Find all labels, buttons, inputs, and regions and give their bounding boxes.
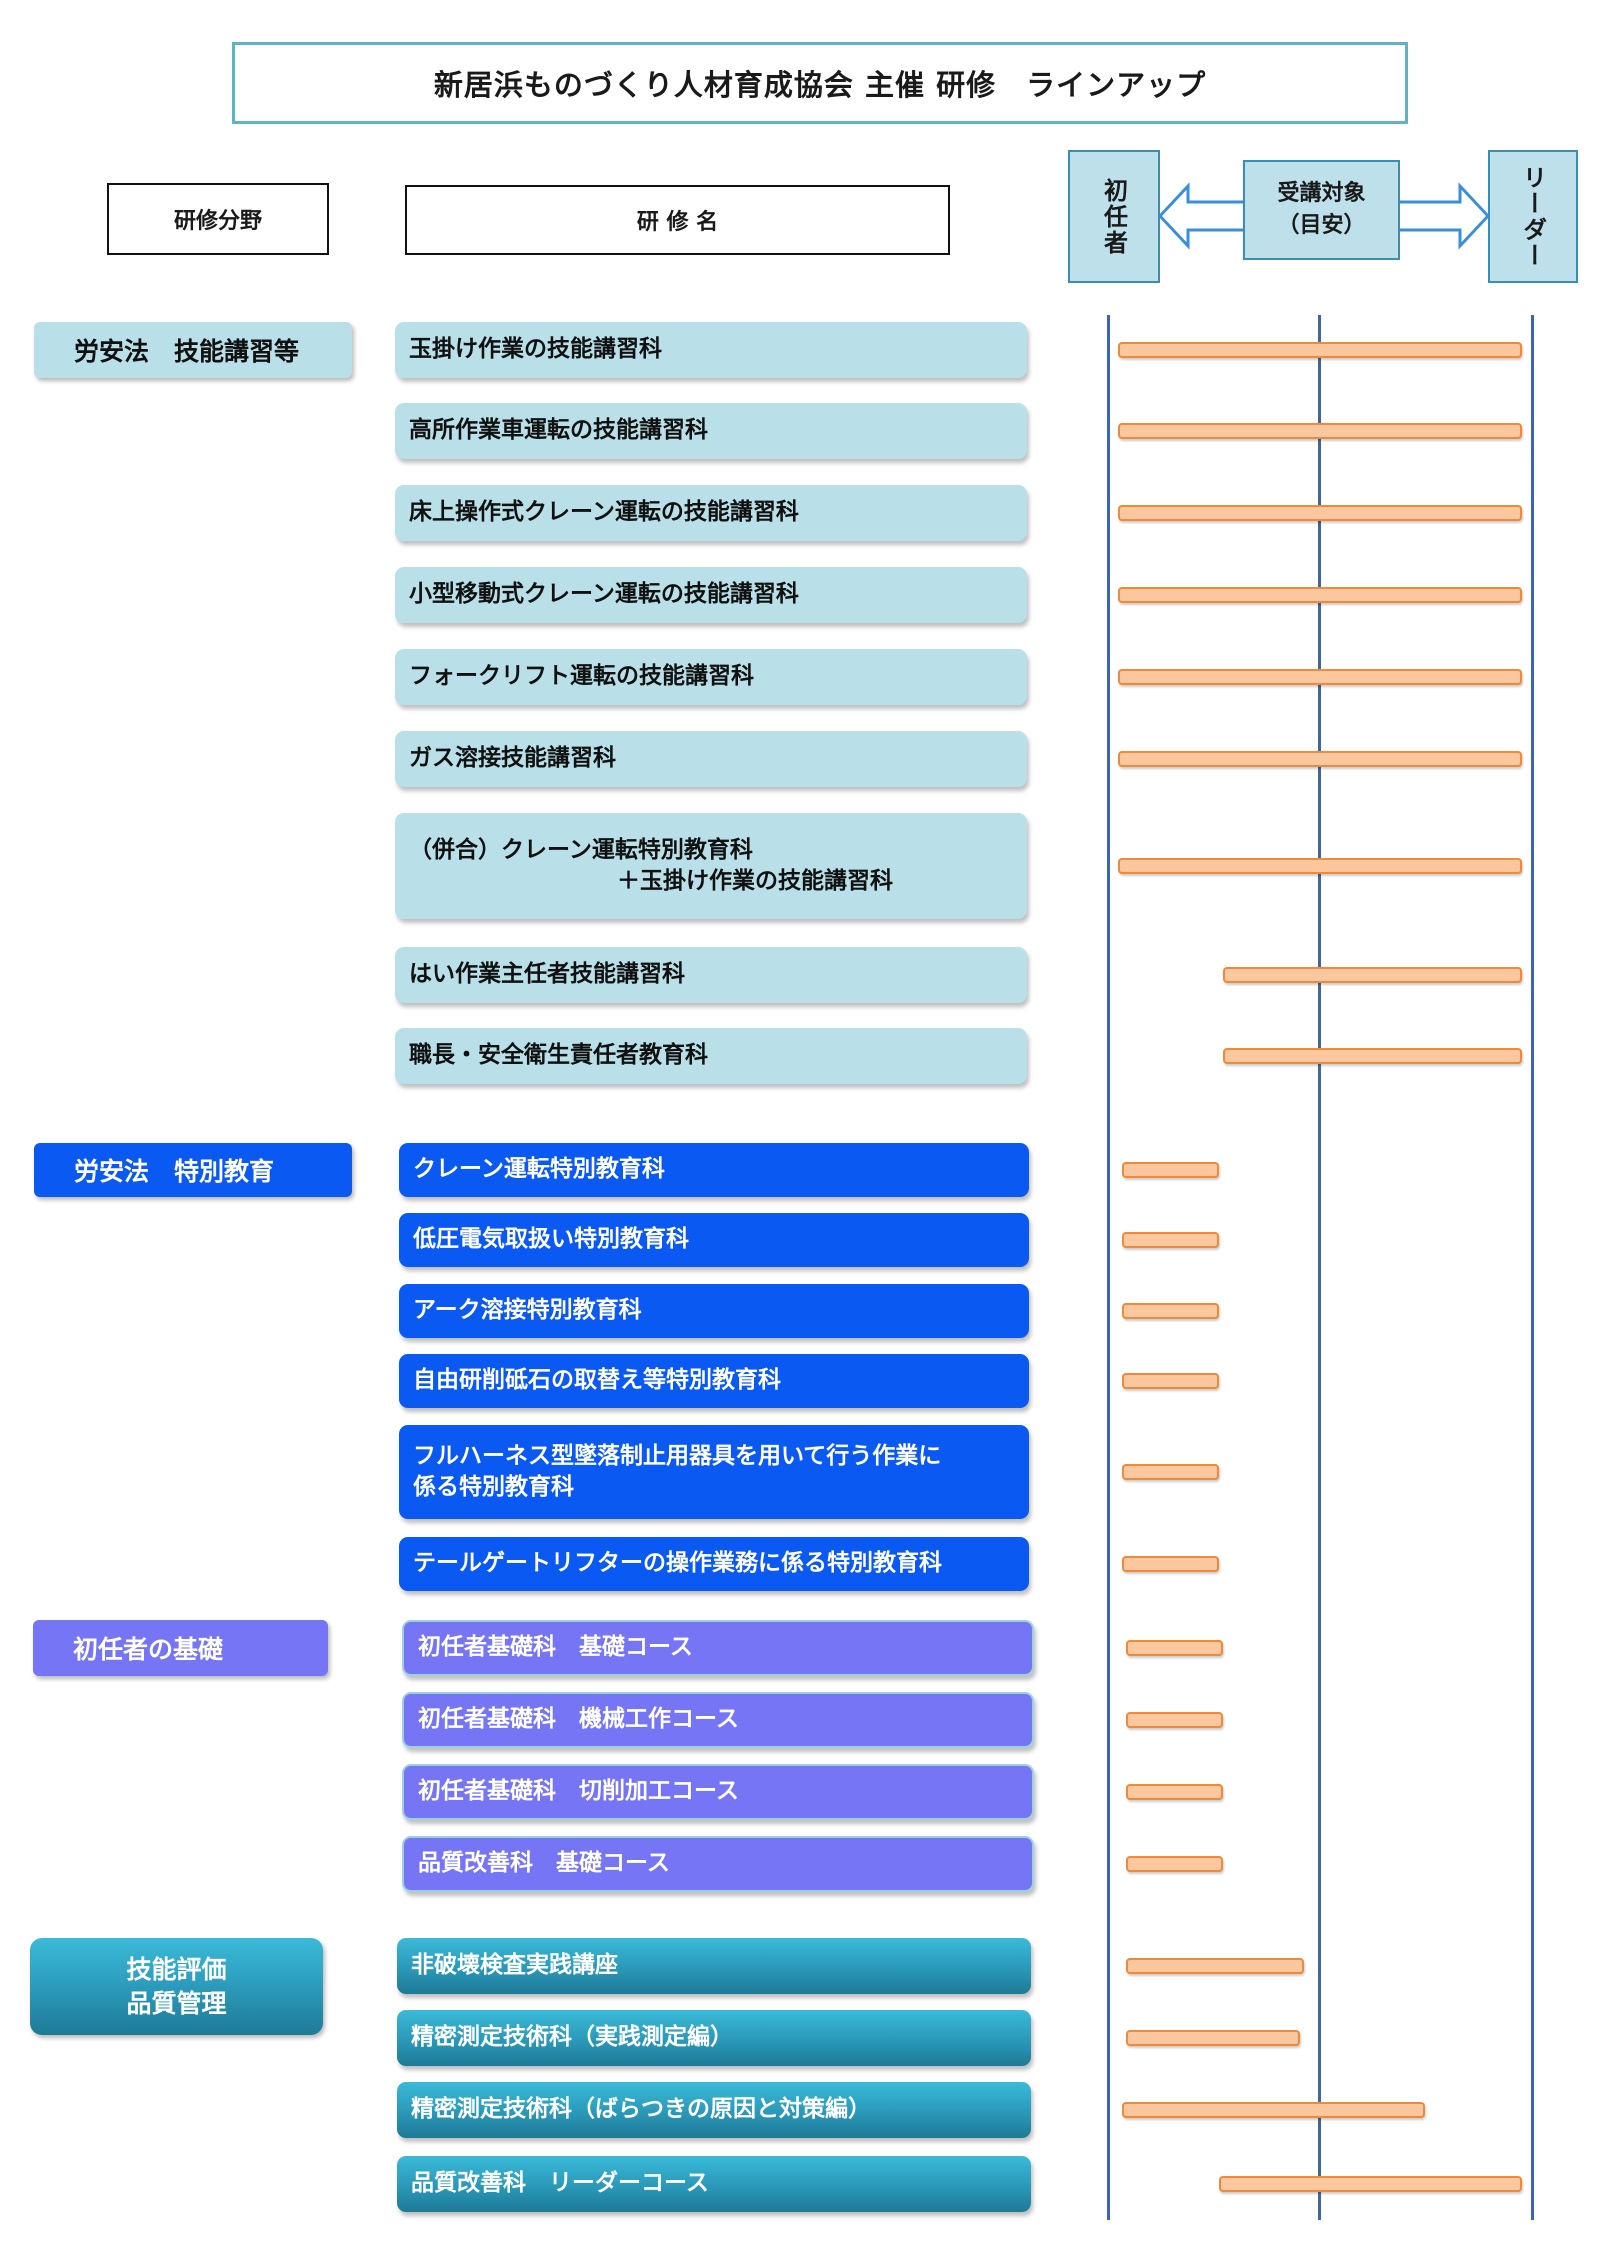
course-item-13: 自由研削砥石の取替え等特別教育科 [399,1354,1029,1408]
beginner-label: 初任者 [1068,150,1160,283]
category-ankan-special: 労安法 特別教育 [34,1143,352,1197]
target-label-line2: （目安） [1277,213,1366,238]
course-name: 品質改善科 基礎コース [418,1850,670,1877]
course-item-10: クレーン運転特別教育科 [399,1143,1029,1197]
target-range-bar-15 [1122,1556,1219,1572]
course-item-12: アーク溶接特別教育科 [399,1284,1029,1338]
target-range-bar-16 [1126,1640,1224,1656]
course-name: 低圧電気取扱い特別教育科 [413,1226,689,1253]
course-item-21: 精密測定技術科（実践測定編） [397,2010,1031,2066]
target-range-bar-12 [1122,1303,1219,1319]
course-name: （併合）クレーン運転特別教育科 [409,836,753,863]
target-range-bar-8 [1223,967,1522,983]
course-item-7: （併合）クレーン運転特別教育科 ＋玉掛け作業の技能講習科 [395,813,1027,919]
target-range-bar-13 [1122,1373,1219,1389]
target-range-bar-22 [1122,2102,1426,2118]
target-range-bar-20 [1126,1958,1304,1974]
course-name: 床上操作式クレーン運転の技能講習科 [409,499,799,526]
target-range-bar-9 [1223,1048,1522,1064]
course-item-5: フォークリフト運転の技能講習科 [395,649,1027,705]
target-range-bar-17 [1126,1712,1224,1728]
course-item-15: テールゲートリフターの操作業務に係る特別教育科 [399,1537,1029,1591]
course-name-line2: ＋玉掛け作業の技能講習科 [617,868,893,894]
axis-line-middle [1318,315,1321,2220]
target-range-bar-7 [1118,858,1522,874]
course-item-4: 小型移動式クレーン運転の技能講習科 [395,567,1027,623]
course-name: はい作業主任者技能講習科 [409,961,685,988]
category-skill-quality-line1: 技能評価 [126,1954,227,1984]
target-range-bar-18 [1126,1784,1224,1800]
course-header: 研 修 名 [405,185,950,255]
page-title: 新居浜ものづくり人材育成協会 主催 研修 ラインアップ [232,42,1408,124]
target-label: 受講対象 （目安） [1243,160,1400,260]
course-item-17: 初任者基礎科 機械工作コース [402,1692,1034,1748]
course-name: 非破壊検査実践講座 [411,1952,618,1979]
target-range-bar-4 [1118,587,1522,603]
course-item-2: 高所作業車運転の技能講習科 [395,403,1027,459]
target-range-bar-6 [1118,751,1522,767]
course-item-8: はい作業主任者技能講習科 [395,947,1027,1003]
course-item-9: 職長・安全衛生責任者教育科 [395,1028,1027,1084]
course-item-6: ガス溶接技能講習科 [395,731,1027,787]
target-range-bar-19 [1126,1856,1224,1872]
category-beginner-basics: 初任者の基礎 [33,1620,328,1676]
course-name: 玉掛け作業の技能講習科 [409,336,662,363]
course-item-14: フルハーネス型墜落制止用器具を用いて行う作業に係る特別教育科 [399,1425,1029,1519]
course-item-22: 精密測定技術科（ばらつきの原因と対策編） [397,2082,1031,2138]
course-name: 自由研削砥石の取替え等特別教育科 [413,1367,781,1394]
target-range-bar-10 [1122,1162,1219,1178]
field-header: 研修分野 [107,183,329,255]
axis-line-beginner [1107,315,1110,2220]
category-ankan-skill: 労安法 技能講習等 [34,322,352,378]
course-name: 高所作業車運転の技能講習科 [409,417,708,444]
course-name-line2: 係る特別教育科 [413,1474,574,1500]
target-range-bar-23 [1219,2176,1522,2192]
course-name: 初任者基礎科 切削加工コース [418,1778,739,1805]
course-item-19: 品質改善科 基礎コース [402,1836,1034,1892]
target-range-bar-2 [1118,423,1522,439]
axis-line-leader [1531,315,1534,2220]
course-name: 初任者基礎科 機械工作コース [418,1706,739,1733]
course-item-16: 初任者基礎科 基礎コース [402,1620,1034,1676]
course-name: クレーン運転特別教育科 [413,1156,665,1183]
course-name: 職長・安全衛生責任者教育科 [409,1042,708,1069]
target-range-bar-11 [1122,1232,1219,1248]
course-item-18: 初任者基礎科 切削加工コース [402,1764,1034,1820]
target-label-line1: 受講対象 [1277,181,1366,207]
course-name: 小型移動式クレーン運転の技能講習科 [409,581,799,608]
target-range-bar-3 [1118,505,1522,521]
course-item-1: 玉掛け作業の技能講習科 [395,322,1027,378]
course-name: 精密測定技術科（ばらつきの原因と対策編） [411,2096,871,2123]
course-item-20: 非破壊検査実践講座 [397,1938,1031,1994]
target-range-bar-21 [1126,2030,1300,2046]
course-item-3: 床上操作式クレーン運転の技能講習科 [395,485,1027,541]
target-range-bar-1 [1118,342,1522,358]
category-skill-quality-line2: 品質管理 [126,1988,227,2018]
course-name: テールゲートリフターの操作業務に係る特別教育科 [413,1550,942,1577]
course-name: ガス溶接技能講習科 [409,745,616,772]
course-name: フォークリフト運転の技能講習科 [409,663,754,690]
category-skill-quality: 技能評価 品質管理 [30,1938,323,2035]
course-name: アーク溶接特別教育科 [413,1297,642,1324]
course-item-11: 低圧電気取扱い特別教育科 [399,1213,1029,1267]
course-item-23: 品質改善科 リーダーコース [397,2156,1031,2212]
target-range-bar-5 [1118,669,1522,685]
course-name: 初任者基礎科 基礎コース [418,1634,693,1661]
target-range-bar-14 [1122,1464,1219,1480]
course-name: 品質改善科 リーダーコース [411,2170,709,2197]
course-name: フルハーネス型墜落制止用器具を用いて行う作業に [413,1442,942,1469]
leader-label: リーダー [1488,150,1578,283]
course-name: 精密測定技術科（実践測定編） [411,2024,733,2051]
